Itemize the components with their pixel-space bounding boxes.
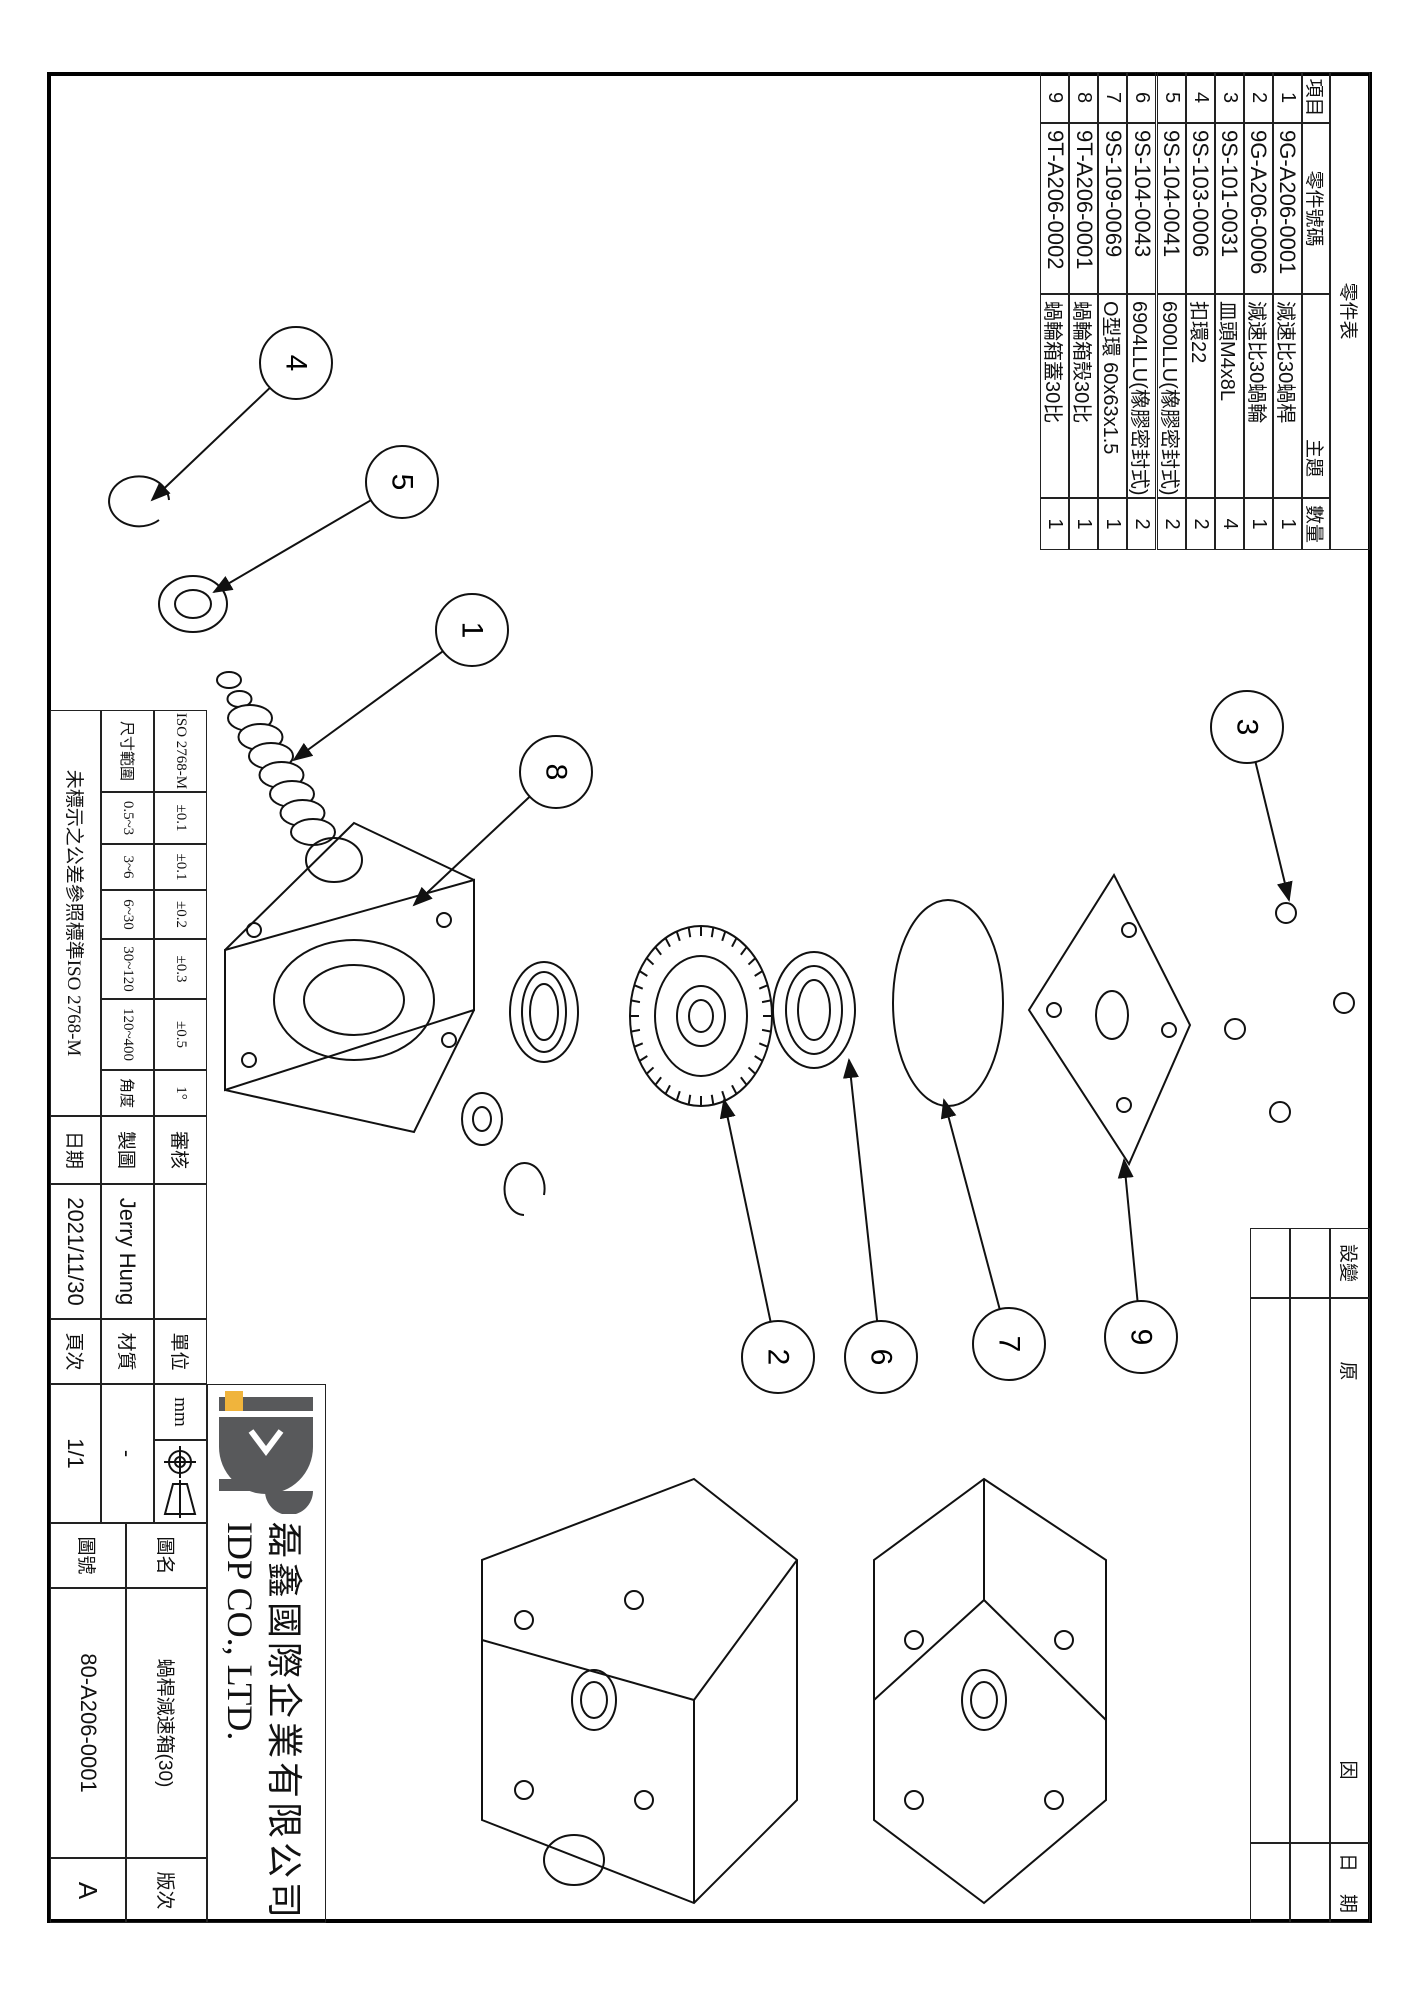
balloon-number: 2 (762, 1349, 795, 1366)
leader-line (412, 795, 531, 907)
balloon-number: 8 (540, 764, 573, 781)
leader-line (1254, 761, 1293, 902)
gear-tooth (731, 937, 738, 948)
gear-tooth (740, 946, 748, 956)
balloon-2: 2 (719, 1098, 815, 1394)
balloon-number: 7 (993, 1336, 1026, 1353)
worm-thread (216, 671, 242, 689)
leader-line (212, 499, 372, 594)
gear-tooth (633, 1042, 644, 1048)
balloon-number: 1 (456, 622, 489, 639)
gear-tooth (761, 1028, 772, 1033)
gear-tooth (710, 927, 715, 938)
balloon-6: 6 (842, 1058, 918, 1394)
gear-tooth (747, 1066, 757, 1075)
logo-p (219, 1479, 314, 1514)
gear-tooth (747, 957, 757, 966)
worm-thread (290, 818, 336, 846)
projection-symbol (154, 1440, 207, 1523)
gear-tooth (675, 931, 681, 942)
balloon-number: 5 (386, 474, 419, 491)
gear-tooth (687, 1094, 692, 1105)
gear-tooth (761, 999, 772, 1004)
gear-tooth (638, 970, 648, 977)
gear-tooth (754, 970, 764, 977)
screws-part-3 (1224, 902, 1355, 1123)
gear-tooth (630, 1028, 641, 1033)
gear-tooth (630, 999, 641, 1004)
bearing-part-5 (158, 575, 228, 633)
balloon-7: 7 (940, 1098, 1046, 1381)
worm-shaft-part-1 (216, 671, 336, 846)
balloon-5: 5 (212, 445, 439, 594)
balloon-number: 3 (1231, 719, 1264, 736)
gear-tooth (758, 984, 769, 990)
gear-tooth (758, 1042, 769, 1048)
bearing-part-6 (772, 951, 856, 1069)
gear-tooth (710, 1094, 715, 1105)
balloon-9: 9 (1104, 1158, 1178, 1374)
gear-tooth (645, 1066, 655, 1075)
housing-part-8 (224, 821, 475, 1134)
gear-tooth (645, 957, 655, 966)
gear-tooth (740, 1076, 748, 1086)
assembled-view-2 (481, 1477, 798, 1905)
circlip-part-4-right (503, 1162, 546, 1216)
cover-part-9 (1027, 872, 1192, 1167)
balloon-number: 6 (865, 1349, 898, 1366)
leader-line (940, 1098, 1001, 1310)
leader-line (719, 1098, 772, 1322)
assembled-view-1 (873, 1477, 1107, 1905)
logo-square (225, 1391, 244, 1411)
company-logo (219, 1391, 314, 1514)
leader-line (292, 650, 444, 762)
leader-line (150, 387, 271, 502)
o-ring-part-7 (892, 899, 1004, 1107)
gear-tooth (687, 927, 692, 938)
gear-tooth (664, 1084, 671, 1095)
gear-tooth (664, 937, 671, 948)
gear-tooth (721, 931, 727, 942)
balloon-4: 4 (150, 326, 333, 502)
gear-tooth (638, 1055, 648, 1062)
gear-tooth (675, 1090, 681, 1101)
balloon-3: 3 (1210, 690, 1293, 902)
gear-tooth (633, 984, 644, 990)
circlip-part-4 (108, 475, 170, 528)
third-angle-projection-icon (164, 1445, 197, 1518)
leader-line (1117, 1158, 1139, 1302)
balloon-8: 8 (412, 735, 593, 907)
balloon-number: 9 (1125, 1329, 1158, 1346)
balloon-1: 1 (292, 593, 509, 762)
bearing-part-6-left (509, 961, 579, 1063)
balloon-number: 4 (280, 355, 313, 372)
worm-gear-part-2 (629, 925, 773, 1107)
gear-tooth (731, 1084, 738, 1095)
company-block: 磊鑫國際企業有限公司 IDP CO., LTD. (207, 1384, 326, 1923)
bearing-part-5-small (461, 1092, 503, 1146)
gear-tooth (654, 1076, 662, 1086)
gear-tooth (754, 1055, 764, 1062)
leader-line (842, 1058, 879, 1322)
gear-tooth (654, 946, 662, 956)
